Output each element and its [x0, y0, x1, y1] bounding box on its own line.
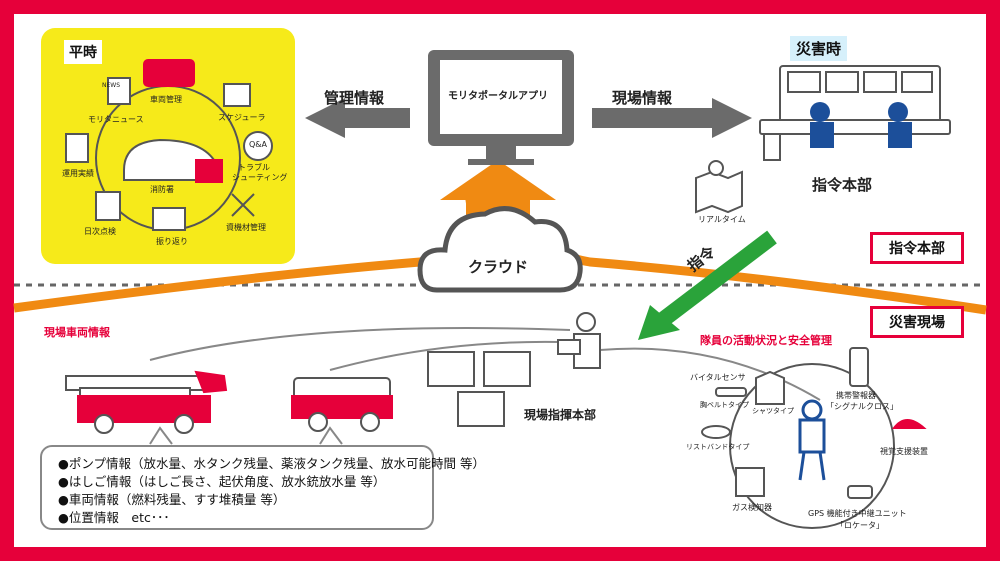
shirt-label: シャツタイプ: [752, 407, 794, 415]
management-info-arrow: [305, 98, 410, 138]
bubble-line-pump: ●ポンプ情報（放水量、水タンク残量、薬液タンク残量、放水可能時間 等）: [58, 456, 486, 471]
firefighter-figure: [798, 399, 826, 481]
portable-alarm-icon: [849, 347, 869, 387]
commander-figure: [557, 312, 601, 369]
equipment-mgmt-label: 資機材管理: [226, 223, 266, 232]
vehicle-icon: [143, 59, 195, 87]
pump-truck-icon: [291, 377, 393, 432]
fire-truck-small-icon: [195, 159, 223, 183]
gps-unit-label-2: 「ロケータ」: [836, 521, 884, 530]
hq-room-illustration: [759, 65, 951, 161]
operation-record-label: 運用実績: [62, 169, 94, 178]
chest-belt-icon: [715, 387, 747, 397]
visual-support-icon: [891, 419, 927, 429]
review-label: 振り返り: [156, 237, 188, 246]
site-info-label: 現場情報: [612, 89, 673, 107]
wristband-icon: [701, 425, 731, 439]
monitor-icon: [428, 50, 574, 165]
qa-icon-text: Q&A: [249, 140, 268, 149]
calendar-icon: [223, 83, 251, 107]
document-icon: [65, 133, 89, 163]
news-icon-text: NEWS: [102, 82, 121, 89]
vehicle-info-bubble: ●ポンプ情報（放水量、水タンク残量、薬液タンク残量、放水可能時間 等） ●はしご…: [40, 445, 485, 530]
news-icon: [107, 77, 131, 105]
portal-app-title: モリタポータルアプリ: [448, 91, 548, 102]
bubble-line-ladder: ●はしご情報（はしご長さ、起伏角度、放水銃放水量 等）: [58, 474, 386, 489]
gps-unit-label-1: GPS 機能付き中継ユニット: [808, 509, 907, 518]
chest-belt-label: 胸ベルトタイプ: [700, 401, 749, 409]
portable-alarm-label-2: 「シグナルクロス」: [826, 402, 898, 411]
management-info-label: 管理情報: [324, 89, 385, 107]
bubble-tail-1: [149, 426, 173, 445]
tools-icon: [231, 193, 255, 217]
news-label: モリタニュース: [88, 115, 144, 124]
bubble-line-location: ●位置情報 etc･･･: [58, 510, 170, 525]
vital-sensor-label: バイタルセンサ: [690, 373, 746, 382]
command-post-label: 現場指揮本部: [524, 408, 597, 422]
disaster-time-tag: 災害時: [790, 36, 848, 61]
normal-time-tag: 平時: [64, 40, 102, 64]
gas-detector-label: ガス検知器: [732, 503, 772, 512]
site-info-arrow: [592, 98, 752, 138]
connector-line-1: [149, 327, 571, 361]
site-vehicle-info-title: 現場車両情報: [44, 326, 110, 339]
trouble-label-1: トラブル: [238, 163, 270, 172]
trouble-label-2: シューティング: [232, 173, 288, 182]
connector-line-3: [599, 347, 821, 401]
connector-line-2: [329, 340, 561, 371]
gas-detector-icon: [735, 467, 765, 497]
vehicle-mgmt-label: 車両管理: [150, 95, 182, 104]
gps-unit-icon: [847, 485, 873, 499]
daily-check-label: 日次点検: [84, 227, 116, 236]
scheduler-label: スケジューラ: [218, 113, 266, 122]
realtime-label: リアルタイム: [698, 215, 746, 224]
cloud-icon: [417, 206, 583, 293]
safety-ring: [729, 363, 895, 529]
shirt-icon: [755, 370, 785, 405]
wristband-label: リストバンドタイプ: [686, 443, 750, 451]
normal-time-icons: [65, 59, 273, 231]
site-side-box: 災害現場: [870, 306, 964, 338]
portable-alarm-label-1: 携帯警報器: [836, 391, 876, 400]
qa-icon: [243, 131, 273, 161]
hq-side-box-label: 指令本部: [889, 241, 945, 257]
safety-icons: [701, 347, 927, 499]
cloud-label: クラウド: [468, 258, 529, 276]
bubble-line-vehicle: ●車両情報（燃料残量、すす堆積量 等）: [58, 492, 286, 507]
fire-station-label: 消防署: [150, 185, 174, 194]
ladder-truck-icon: [65, 370, 228, 434]
orange-flow-left: [13, 190, 476, 313]
command-arrow: [638, 230, 777, 340]
clipboard-icon: [95, 191, 121, 221]
monitor-small-icon: [152, 207, 186, 231]
bubble-tail-2: [319, 426, 343, 445]
safety-title: 隊員の活動状況と安全管理: [700, 334, 832, 347]
command-post-panels: [427, 351, 531, 427]
hq-side-box: 指令本部: [870, 232, 964, 264]
site-side-box-label: 災害現場: [889, 315, 945, 331]
visual-support-label: 視覚支援装置: [880, 447, 928, 456]
hq-label: 指令本部: [812, 176, 873, 194]
map-icon: [695, 160, 743, 214]
